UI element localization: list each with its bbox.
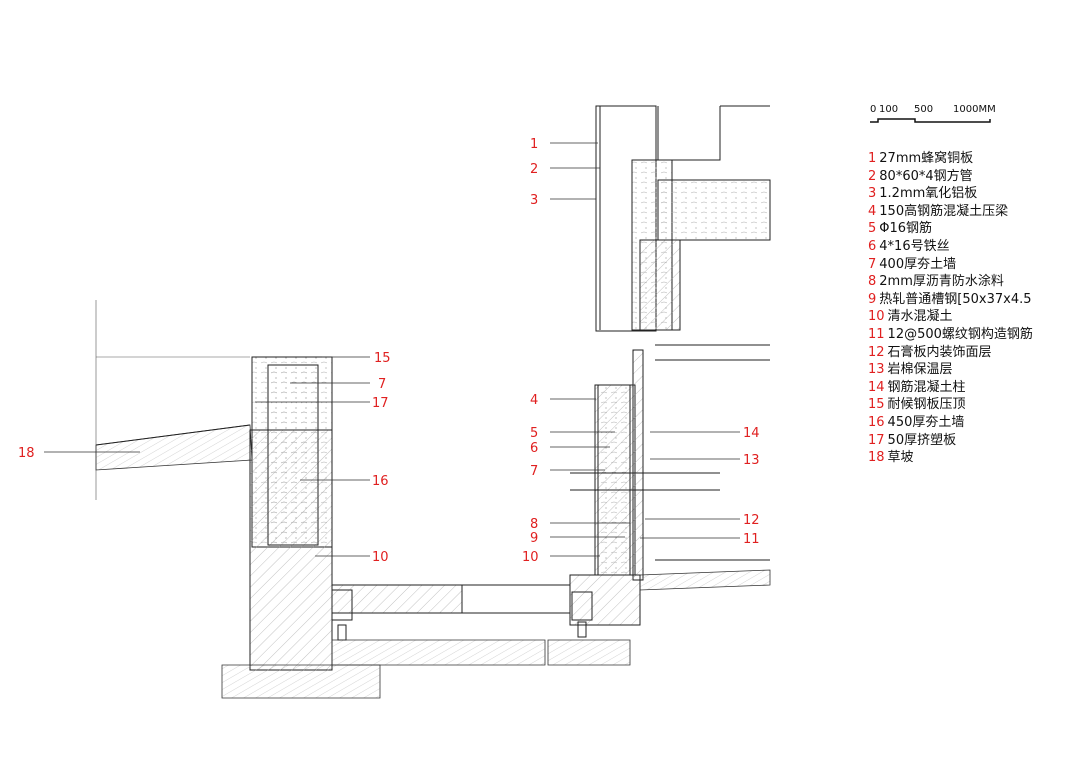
callout-number: 4	[530, 393, 538, 408]
callout-number: 15	[374, 351, 391, 366]
legend-number: 16	[868, 414, 885, 430]
legend-text: 12@500螺纹钢构造钢筋	[887, 326, 1033, 342]
legend-text: 80*60*4钢方管	[879, 168, 973, 184]
legend-text: 钢筋混凝土柱	[887, 379, 966, 395]
legend-number: 11	[868, 326, 885, 342]
leader-lines	[44, 142, 740, 557]
callout-number: 16	[372, 474, 389, 489]
legend-number: 5	[868, 221, 877, 237]
legend-number: 1	[868, 151, 877, 166]
legend-text: 150高钢筋混凝土压梁	[879, 203, 1009, 219]
legend-text: 2mm厚沥青防水涂料	[879, 274, 1004, 290]
legend-text: 耐候钢板压顶	[887, 397, 966, 413]
callout-number: 13	[743, 453, 760, 468]
right-wall-section	[547, 105, 771, 666]
callout-number: 8	[530, 517, 538, 532]
legend-text: 50厚挤塑板	[887, 432, 957, 448]
callout-number: 7	[530, 464, 538, 479]
legend-text: 清水混凝土	[887, 309, 953, 325]
legend-number: 12	[868, 344, 885, 360]
scale-tick: 500	[914, 104, 934, 115]
callout-number: 14	[743, 426, 760, 441]
callout-number: 3	[530, 193, 538, 208]
legend-number: 14	[868, 379, 885, 395]
legend-text: 450厚夯土墙	[887, 414, 965, 430]
legend-number: 3	[868, 186, 877, 202]
legend-number: 6	[868, 238, 877, 254]
legend-text: 1.2mm氧化铝板	[879, 186, 978, 202]
callout-number: 11	[743, 532, 760, 547]
callout-number: 9	[530, 531, 538, 546]
legend-text: 石膏板内装饰面层	[887, 344, 992, 360]
callout-number: 2	[530, 162, 538, 177]
legend-number: 2	[868, 168, 877, 184]
legend-text: 热轧普通槽钢[50x37x4.5	[879, 291, 1032, 307]
legend-number: 8	[868, 274, 877, 290]
callout-number: 18	[18, 446, 35, 461]
legend-number: 15	[868, 397, 885, 413]
legend-number: 10	[868, 309, 885, 325]
legend-text: 草坡	[887, 450, 914, 466]
callout-number: 6	[530, 441, 538, 456]
legend-number: 9	[868, 291, 877, 307]
scale-bar	[870, 118, 991, 123]
callout-number: 17	[372, 396, 389, 411]
legend-text: 27mm蜂窝铜板	[879, 151, 974, 166]
legend-number: 7	[868, 256, 877, 272]
legend-number: 13	[868, 362, 885, 378]
legend-text: Φ16钢筋	[879, 221, 933, 237]
scale-tick: 0	[870, 104, 877, 115]
scale-tick: 1000MM	[953, 104, 996, 115]
left-wall-section	[95, 300, 570, 699]
legend-text: 岩棉保温层	[887, 362, 953, 378]
callout-number: 7	[378, 377, 386, 392]
callout-number: 12	[743, 513, 760, 528]
callout-number: 10	[522, 550, 539, 565]
callout-number: 5	[530, 426, 538, 441]
legend-text: 4*16号铁丝	[879, 238, 950, 254]
scale-tick: 100	[879, 104, 899, 115]
legend-number: 17	[868, 432, 885, 448]
callout-number: 1	[530, 137, 538, 152]
legend-number: 18	[868, 450, 885, 466]
legend-number: 4	[868, 203, 877, 219]
legend-text: 400厚夯土墙	[879, 256, 957, 272]
callout-number: 10	[372, 550, 389, 565]
